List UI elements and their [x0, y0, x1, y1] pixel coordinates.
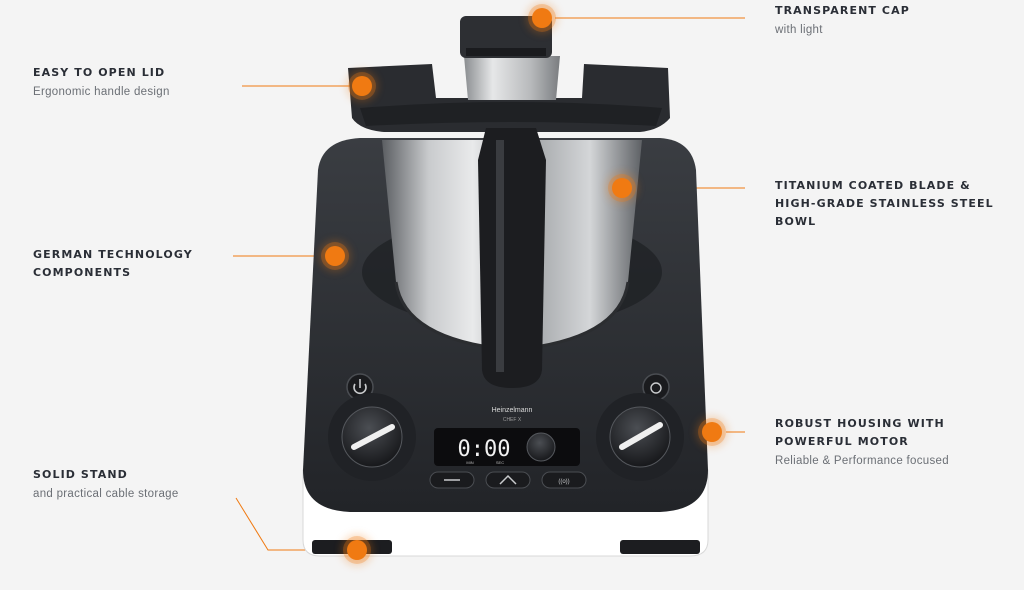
feature-subtitle: Ergonomic handle design [33, 86, 170, 98]
hotspot-german[interactable] [325, 246, 345, 266]
feature-title: TRANSPARENT CAP [775, 4, 910, 17]
feature-title: SOLID STAND [33, 468, 128, 481]
wifi-label: ((o)) [558, 479, 569, 485]
button-weigh [485, 471, 531, 489]
feature-robust-housing: ROBUST HOUSING WITH POWERFUL MOTOR Relia… [775, 415, 949, 469]
feature-easy-open-lid: EASY TO OPEN LID Ergonomic handle design [33, 64, 170, 100]
display-time: 0:00 [458, 437, 511, 462]
hotspot-housing[interactable] [702, 422, 722, 442]
feature-title: ROBUST HOUSING WITH POWERFUL MOTOR [775, 417, 945, 448]
feature-subtitle: with light [775, 24, 823, 36]
center-dial [526, 432, 556, 462]
feature-title: GERMAN TECHNOLOGY COMPONENTS [33, 248, 193, 279]
feature-solid-stand: SOLID STAND and practical cable storage [33, 466, 179, 502]
feature-title: EASY TO OPEN LID [33, 66, 166, 79]
display-sec: SEC [496, 460, 504, 465]
hotspot-cap[interactable] [532, 8, 552, 28]
feature-subtitle: Reliable & Performance focused [775, 455, 949, 467]
hotspot-lid[interactable] [352, 76, 372, 96]
hotspot-blade[interactable] [612, 178, 632, 198]
feature-transparent-cap: TRANSPARENT CAP with light [775, 2, 910, 38]
feature-subtitle: and practical cable storage [33, 488, 179, 500]
hotspot-stand[interactable] [347, 540, 367, 560]
button-wifi [541, 471, 587, 489]
base-foot-right [620, 540, 700, 554]
feature-title: TITANIUM COATED BLADE & HIGH-GRADE STAIN… [775, 179, 994, 228]
feature-german-technology: GERMAN TECHNOLOGY COMPONENTS [33, 246, 193, 282]
brand-label: Heinzelmann [492, 407, 533, 414]
display-min: MIN [466, 460, 473, 465]
feature-titanium-blade: TITANIUM COATED BLADE & HIGH-GRADE STAIN… [775, 177, 1015, 231]
model-label: CHEF X [503, 417, 522, 423]
